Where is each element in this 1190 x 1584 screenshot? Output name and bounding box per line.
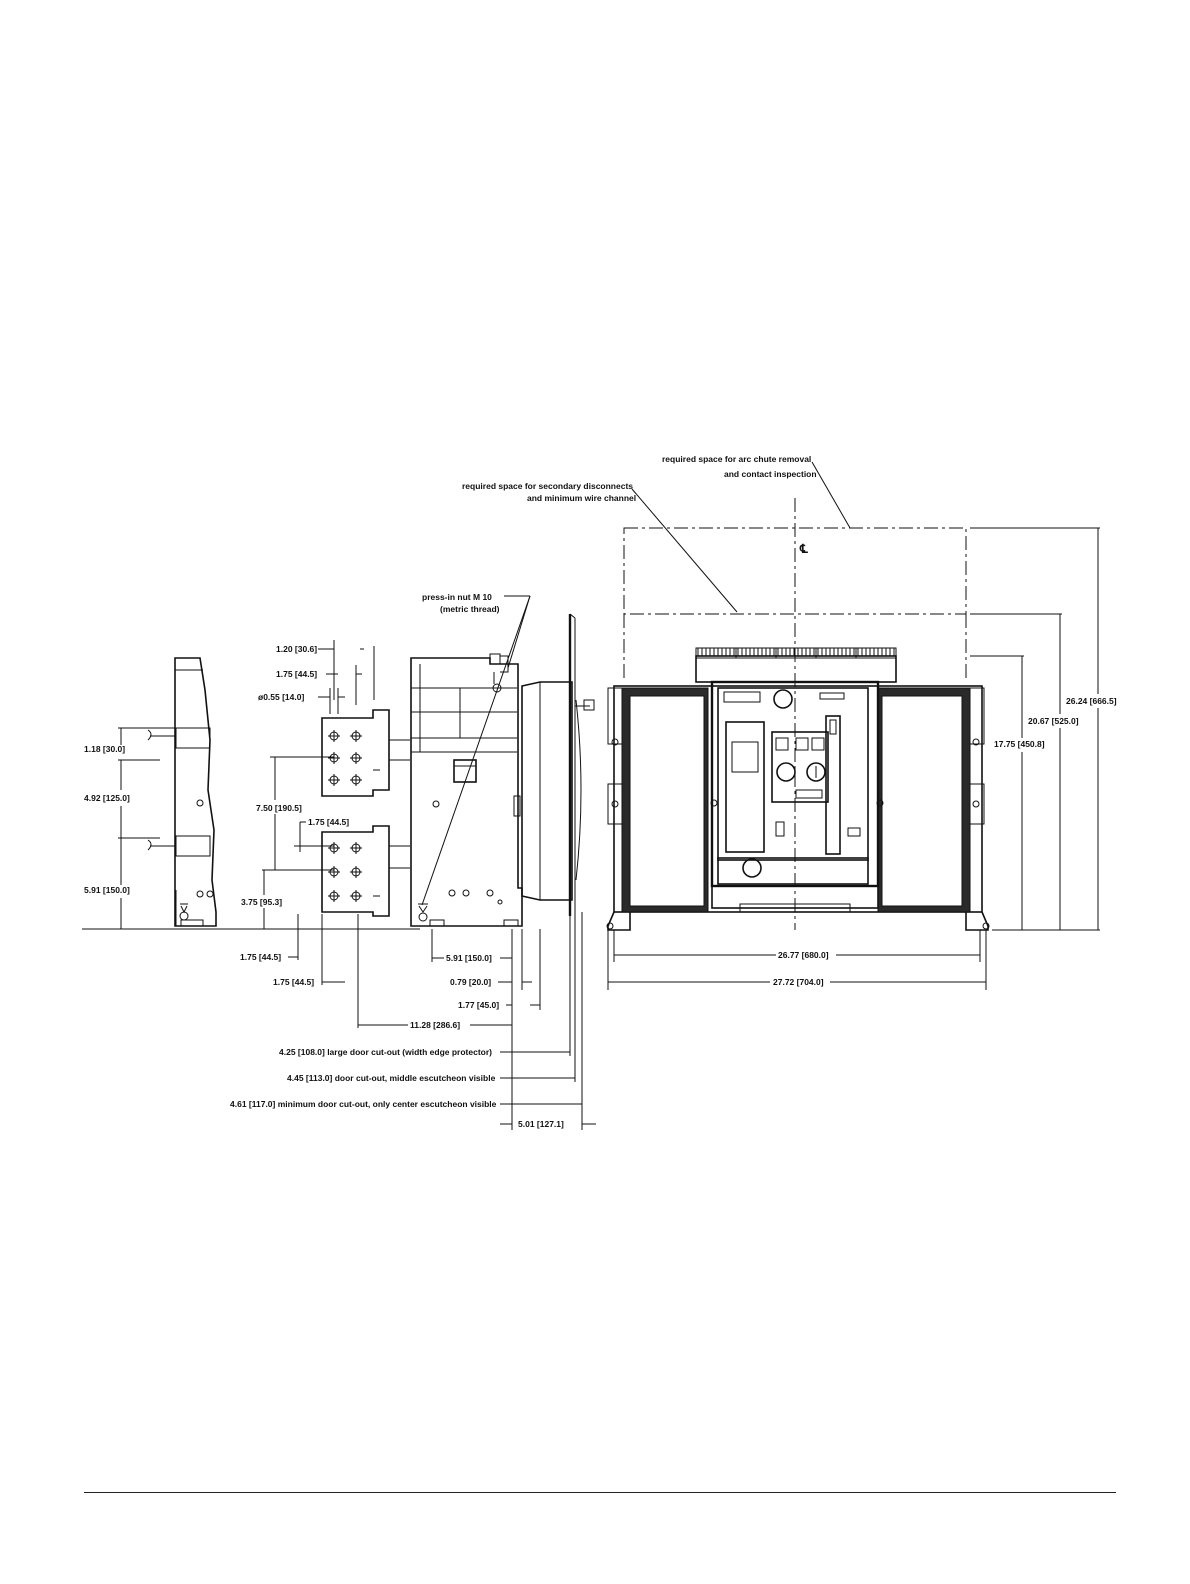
dim-26-24: 26.24 [666.5] <box>1066 696 1117 706</box>
annotations: press-in nut M 10 (metric thread) requir… <box>422 454 817 614</box>
dim-5-91-bot: 5.91 [150.0] <box>446 953 492 963</box>
dim-26-77: 26.77 [680.0] <box>778 950 829 960</box>
terminal-top-dimensions: 1.20 [30.6] 1.75 [44.5] ø0.55 [14.0] <box>258 640 375 714</box>
left-dimension-chain: 1.18 [30.0] 4.92 [125.0] 5.91 [150.0] <box>84 727 175 930</box>
leader-lines <box>421 461 851 906</box>
front-dimensions: 26.77 [680.0] 27.72 [704.0] 26.24 [666.5… <box>607 527 1117 990</box>
dim-0-79: 0.79 [20.0] <box>450 977 491 987</box>
dim-3-75: 3.75 [95.3] <box>241 897 282 907</box>
arc-chute-label: required space for arc chute removal <box>662 454 811 464</box>
press-nut-label: press-in nut M 10 <box>422 592 492 602</box>
centerline-symbol: ℄ <box>799 542 808 556</box>
terminal-detail <box>321 709 410 917</box>
dim-1-75-mid: 1.75 [44.5] <box>308 817 349 827</box>
dim-4-25: 4.25 [108.0] large door cut-out (width e… <box>279 1047 492 1057</box>
dim-17-75: 17.75 [450.8] <box>994 739 1045 749</box>
secondary-sublabel: and minimum wire channel <box>527 493 636 503</box>
dim-1-77: 1.77 [45.0] <box>458 1000 499 1010</box>
dim-11-28: 11.28 [286.6] <box>410 1020 460 1030</box>
dim-1-75-top: 1.75 [44.5] <box>276 669 317 679</box>
dim-4-45: 4.45 [113.0] door cut-out, middle escutc… <box>287 1073 496 1083</box>
press-nut-sublabel: (metric thread) <box>440 604 500 614</box>
secondary-label: required space for secondary disconnects <box>462 481 633 491</box>
arc-chute-sublabel: and contact inspection <box>724 469 817 479</box>
footer-rule <box>84 1492 1116 1493</box>
dim-5-91-left: 5.91 [150.0] <box>84 885 130 895</box>
dim-4-61: 4.61 [117.0] minimum door cut-out, only … <box>230 1099 497 1109</box>
dim-1-18: 1.18 [30.0] <box>84 744 125 754</box>
left-side-view <box>147 657 217 927</box>
dim-1-20: 1.20 [30.6] <box>276 644 317 654</box>
breaker-side-view <box>410 653 523 927</box>
dim-1-75-bm: 1.75 [44.5] <box>273 977 314 987</box>
door-plate <box>521 613 595 916</box>
dim-4-92: 4.92 [125.0] <box>84 793 130 803</box>
dim-27-72: 27.72 [704.0] <box>773 977 824 987</box>
bottom-dimensions: 1.75 [44.5] 1.75 [44.5] 5.91 [150.0] 0.7… <box>82 912 596 1130</box>
terminal-left-dimensions: 7.50 [190.5] 1.75 [44.5] 3.75 [95.3] <box>241 756 349 929</box>
dim-7-50: 7.50 [190.5] <box>256 803 302 813</box>
dim-20-67: 20.67 [525.0] <box>1028 716 1079 726</box>
dim-1-75-bl: 1.75 [44.5] <box>240 952 281 962</box>
dim-dia: ø0.55 [14.0] <box>258 692 304 702</box>
front-view: ℄ <box>606 498 990 931</box>
dim-5-01: 5.01 [127.1] <box>518 1119 564 1129</box>
